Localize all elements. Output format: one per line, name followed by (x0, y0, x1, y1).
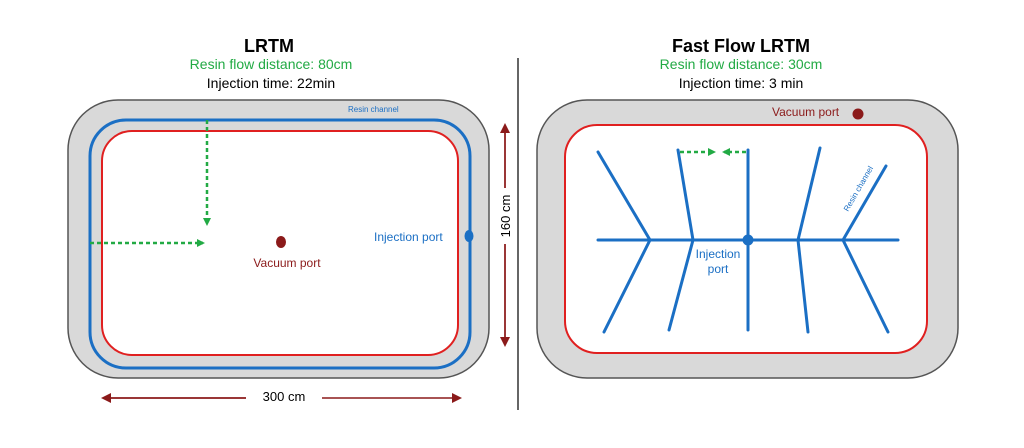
left-vacuum-port-label: Vacuum port (253, 256, 321, 270)
right-injection-time: Injection time: 3 min (678, 75, 804, 91)
left-title: LRTM (244, 36, 294, 56)
right-injection-port-label-line2: port (707, 262, 729, 276)
right-injection-port-label-line1: Injection (695, 247, 741, 261)
channel-branch (667, 238, 695, 332)
left-resin-channel-label: Resin channel (348, 105, 399, 114)
left-flow-distance: Resin flow distance: 80cm (189, 56, 353, 72)
right-vacuum-port-label: Vacuum port (772, 105, 840, 119)
right-title: Fast Flow LRTM (672, 36, 810, 56)
channel-branch (796, 238, 810, 334)
right-flow-distance: Resin flow distance: 30cm (659, 56, 823, 72)
channel-branch (841, 164, 888, 242)
right-injection-port (742, 234, 754, 246)
channel-branch (841, 238, 890, 334)
height-label: 160 cm (498, 195, 513, 238)
left-vacuum-port (276, 236, 286, 248)
height-label-bg (495, 188, 515, 244)
left-injection-time: Injection time: 22min (206, 75, 336, 91)
left-injection-port-label: Injection port (374, 230, 443, 244)
right-vacuum-port (852, 108, 864, 120)
channel-branch (796, 146, 822, 242)
width-label: 300 cm (262, 389, 306, 404)
channel-branch (676, 148, 695, 242)
channel-branch (596, 150, 652, 242)
channel-branch (602, 238, 652, 334)
left-injection-port (464, 230, 474, 242)
